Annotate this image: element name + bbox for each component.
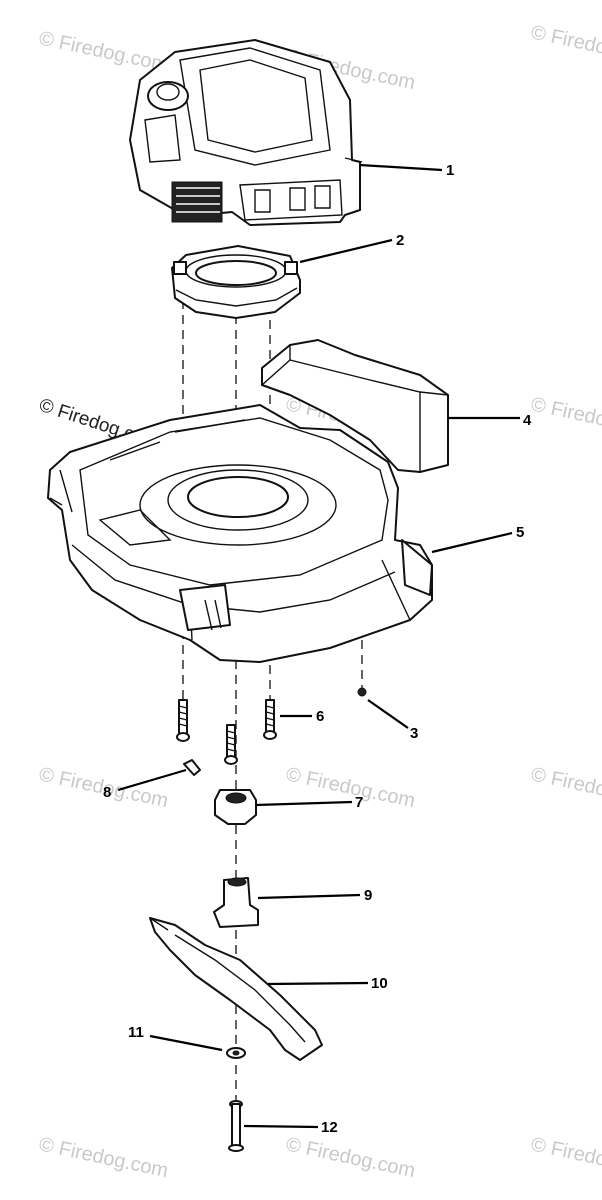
adapter-ring-part <box>171 245 301 319</box>
callout-label: 6 <box>316 708 324 725</box>
watermark-text: © Firedog.com <box>529 763 602 812</box>
callout-label: 9 <box>364 887 372 904</box>
washer-part <box>226 1047 246 1059</box>
watermark-text: © Firedog.com <box>284 763 417 812</box>
blade-adapter-part <box>214 789 257 825</box>
bolt-part <box>224 724 238 765</box>
bolt-part <box>176 699 190 742</box>
leader-lines <box>117 163 520 1129</box>
callouts: 1 2 3 4 5 6 7 8 9 10 11 12 <box>103 162 532 1136</box>
callout-label: 7 <box>355 794 363 811</box>
callout-label: 4 <box>523 412 532 429</box>
watermark-text: © Firedog.com <box>529 21 602 70</box>
watermark-text: © Firedog.com <box>529 393 602 442</box>
engine-part <box>129 39 363 226</box>
discharge-cover-part <box>261 339 449 473</box>
watermark-text: © Firedog.com <box>37 27 170 76</box>
bolt-part <box>263 699 277 740</box>
blade-part <box>149 917 323 1061</box>
blade-bolt-part <box>228 1100 244 1152</box>
callout-label: 8 <box>103 784 111 801</box>
mower-deck-part <box>47 404 433 663</box>
callout-label: 3 <box>410 725 418 742</box>
watermark-text: © Firedog.com <box>37 1133 170 1182</box>
callout-label: 12 <box>321 1119 338 1136</box>
key-part <box>183 759 201 776</box>
watermark-text: © Firedog.com <box>529 1133 602 1182</box>
callout-label: 10 <box>371 975 388 992</box>
callout-label: 5 <box>516 524 524 541</box>
callout-label: 2 <box>396 232 404 249</box>
callout-label: 11 <box>128 1024 144 1041</box>
blade-hub-part <box>213 877 259 928</box>
watermark-text: © Firedog.com <box>284 1133 417 1182</box>
screw-part <box>357 687 367 697</box>
callout-label: 1 <box>446 162 454 179</box>
